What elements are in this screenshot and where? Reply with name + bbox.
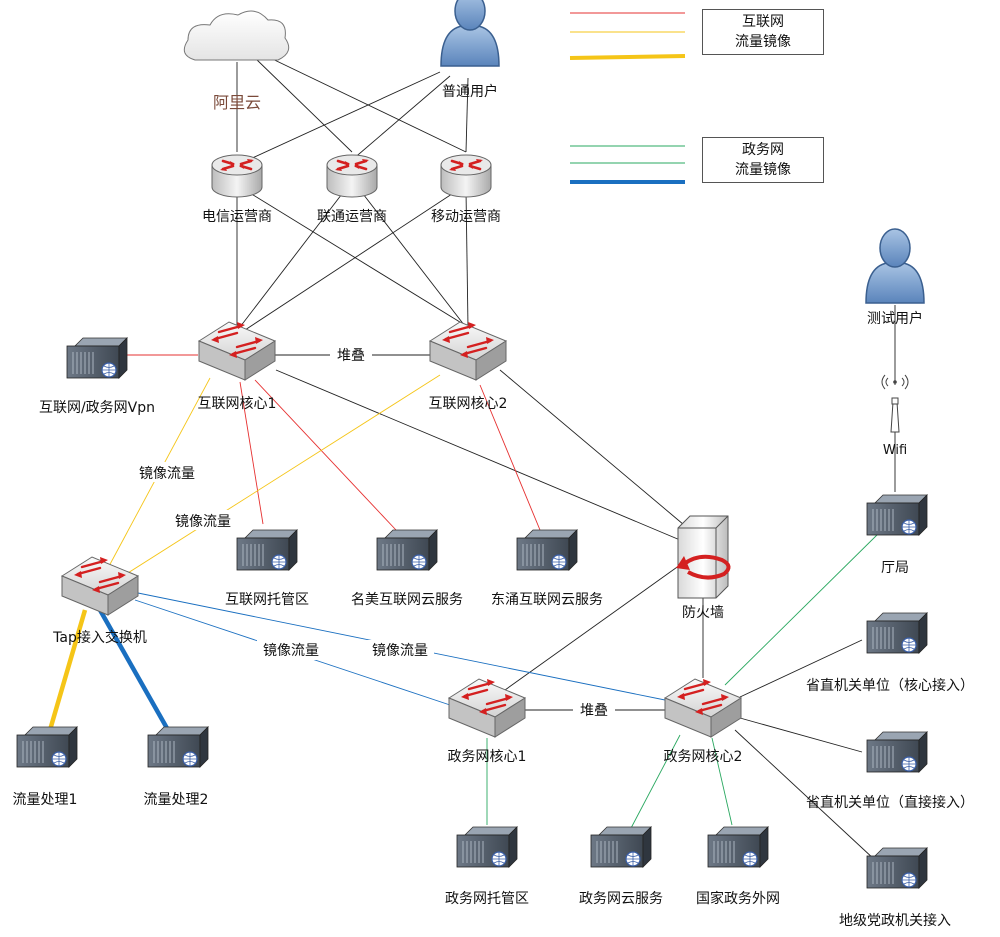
gov-cloud-server-icon bbox=[590, 826, 652, 868]
link-mobile-core1 bbox=[244, 189, 459, 331]
link-tap-flow1 bbox=[47, 609, 88, 731]
telecom-label: 电信运营商 bbox=[202, 209, 272, 225]
link-core1-mingmei bbox=[254, 379, 397, 531]
internet-core2-switch-icon bbox=[428, 320, 508, 382]
mirror4-bg bbox=[366, 640, 434, 660]
stack-top-bg bbox=[330, 344, 372, 364]
flow2-label: 流量处理2 bbox=[144, 792, 209, 808]
mingmei-label: 名美互联网云服务 bbox=[351, 592, 463, 608]
city-server-icon bbox=[866, 847, 928, 889]
tap-switch-icon bbox=[60, 555, 140, 617]
legend-internet-line1: 互联网 bbox=[742, 14, 784, 30]
telecom-router-icon bbox=[210, 153, 264, 199]
gov-core1-label: 政务网核心1 bbox=[448, 749, 527, 765]
normal-user-icon bbox=[440, 0, 500, 67]
mirror3-bg bbox=[257, 640, 325, 660]
tap-label: Tap接入交换机 bbox=[52, 629, 147, 646]
gov-core2-label: 政务网核心2 bbox=[664, 749, 743, 765]
gov-core1-switch-icon bbox=[447, 677, 527, 739]
flow1-label: 流量处理1 bbox=[13, 792, 78, 808]
link-mobile-core2 bbox=[465, 189, 469, 328]
aliyun-cloud-icon bbox=[183, 10, 290, 61]
vpn-server-icon bbox=[66, 337, 128, 379]
link-cloud-mobile bbox=[261, 53, 467, 153]
firewall-icon bbox=[676, 515, 731, 599]
dongyong-server-icon bbox=[516, 529, 578, 571]
link-cloud-unicom bbox=[254, 57, 353, 153]
dongyong-label: 东涌互联网云服务 bbox=[491, 592, 603, 608]
aliyun-label: 阿里云 bbox=[213, 93, 261, 112]
legend-gov-line1: 政务网 bbox=[742, 142, 784, 158]
link-unicom-core1 bbox=[239, 189, 346, 328]
mirror2-bg bbox=[169, 510, 237, 530]
legend-gov: 政务网 流量镜像 bbox=[702, 137, 824, 183]
gov-hosting-server-icon bbox=[456, 826, 518, 868]
link-govcore2-cloud bbox=[629, 734, 681, 831]
core2-label: 互联网核心2 bbox=[429, 396, 508, 412]
prov-core-label: 省直机关单位（核心接入） bbox=[806, 677, 974, 694]
prov-direct-label: 省直机关单位（直接接入） bbox=[806, 794, 974, 811]
link-tap-flow2 bbox=[98, 608, 170, 732]
internet-hosting-server-icon bbox=[236, 529, 298, 571]
legend-internet-line2: 流量镜像 bbox=[735, 34, 791, 50]
link-govcore2-dept bbox=[724, 531, 881, 686]
link-telecom-core2 bbox=[244, 189, 469, 328]
stack-bottom-bg bbox=[573, 700, 615, 720]
link-unicom-core2 bbox=[359, 189, 469, 331]
city-label: 地级党政机关接入 bbox=[839, 912, 951, 929]
prov-direct-server-icon bbox=[866, 731, 928, 773]
mobile-label: 移动运营商 bbox=[431, 209, 501, 225]
stack-bottom-label: 堆叠 bbox=[580, 703, 608, 719]
link-govcore2-prov-core bbox=[739, 639, 863, 698]
link-user-unicom bbox=[351, 75, 451, 161]
unicom-router-icon bbox=[325, 153, 379, 199]
link-core2-firewall bbox=[499, 369, 691, 531]
link-user-mobile bbox=[465, 77, 469, 153]
internet-core1-switch-icon bbox=[197, 320, 277, 382]
firewall-label: 防火墙 bbox=[682, 605, 724, 621]
mirror2-label: 镜像流量 bbox=[175, 514, 231, 530]
link-govcore2-national bbox=[711, 737, 733, 826]
link-core2-dongyong bbox=[479, 384, 541, 531]
national-label: 国家政务外网 bbox=[696, 890, 780, 907]
link-firewall-govcore1 bbox=[504, 564, 681, 691]
wifi-icon bbox=[881, 374, 909, 433]
mirror3-label: 镜像流量 bbox=[263, 643, 319, 659]
link-govcore2-city bbox=[734, 729, 876, 861]
test-user-icon bbox=[865, 228, 925, 304]
prov-core-server-icon bbox=[866, 612, 928, 654]
legend-gov-line2: 流量镜像 bbox=[735, 162, 791, 178]
mirror1-bg bbox=[133, 462, 201, 482]
gov-hosting-label: 政务网托管区 bbox=[445, 891, 529, 907]
unicom-label: 联通运营商 bbox=[317, 209, 387, 225]
dept-label: 厅局 bbox=[881, 560, 909, 576]
link-govcore2-prov-direct bbox=[739, 717, 863, 753]
wifi-label: Wifi bbox=[883, 443, 907, 458]
test-user-label: 测试用户 bbox=[867, 310, 923, 327]
mirror4-label: 镜像流量 bbox=[372, 643, 428, 659]
normal-user-label: 普通用户 bbox=[442, 83, 498, 100]
vpn-label: 互联网/政务网Vpn bbox=[39, 400, 155, 416]
dept-server-icon bbox=[866, 494, 928, 536]
legend-internet: 互联网 流量镜像 bbox=[702, 9, 824, 55]
link-core1-firewall bbox=[275, 369, 681, 541]
mirror1-label: 镜像流量 bbox=[139, 466, 195, 482]
mobile-router-icon bbox=[439, 153, 493, 199]
mingmei-server-icon bbox=[376, 529, 438, 571]
link-core1-hosting bbox=[239, 381, 264, 525]
gov-core2-switch-icon bbox=[663, 677, 743, 739]
link-core2-tap bbox=[119, 374, 441, 579]
national-server-icon bbox=[707, 826, 769, 868]
flow2-server-icon bbox=[147, 726, 209, 768]
gov-cloud-label: 政务网云服务 bbox=[579, 891, 663, 907]
core1-label: 互联网核心1 bbox=[198, 396, 277, 412]
flow1-server-icon bbox=[16, 726, 78, 768]
link-user-telecom bbox=[236, 71, 441, 166]
stack-top-label: 堆叠 bbox=[337, 348, 365, 364]
legend-internet-mirror-thick bbox=[569, 54, 686, 60]
inet-hosting-label: 互联网托管区 bbox=[225, 592, 309, 608]
